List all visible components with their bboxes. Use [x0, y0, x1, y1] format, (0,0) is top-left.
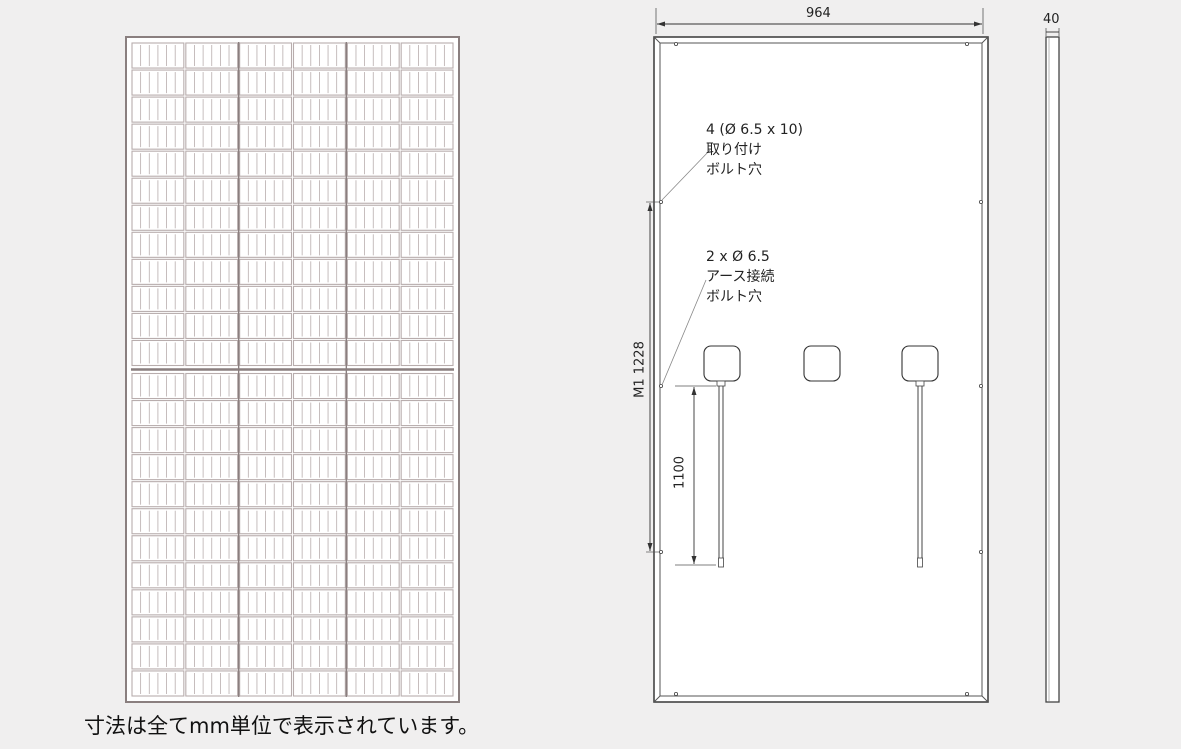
mounting-hole-note-line-2: 取り付け [706, 142, 762, 158]
panel-back-view [646, 8, 989, 703]
mounting-hole-note-line-1: 4 (Ø 6.5 x 10) [706, 122, 804, 138]
ground-hole-note-line-1: 2 x Ø 6.5 [706, 249, 770, 265]
mounting-hole-note-line-3: ボルト穴 [706, 162, 762, 178]
panel-side-view [1045, 28, 1060, 703]
mounting-holes [659, 42, 984, 697]
width-dimension-label: 964 [806, 6, 831, 21]
ground-hole-note-line-3: ボルト穴 [706, 289, 762, 305]
junction-boxes [703, 345, 939, 382]
panel-front-view [125, 36, 460, 703]
thickness-dimension-label: 40 [1043, 12, 1060, 27]
mount-spacing-dimension-label: M1 1228 [632, 341, 648, 398]
units-caption: 寸法は全てmm単位で表示されています。 [84, 714, 480, 738]
cables [716, 380, 925, 568]
cable-length-dimension-label: 1100 [672, 455, 688, 490]
ground-hole-note-line-2: アース接続 [706, 269, 775, 285]
